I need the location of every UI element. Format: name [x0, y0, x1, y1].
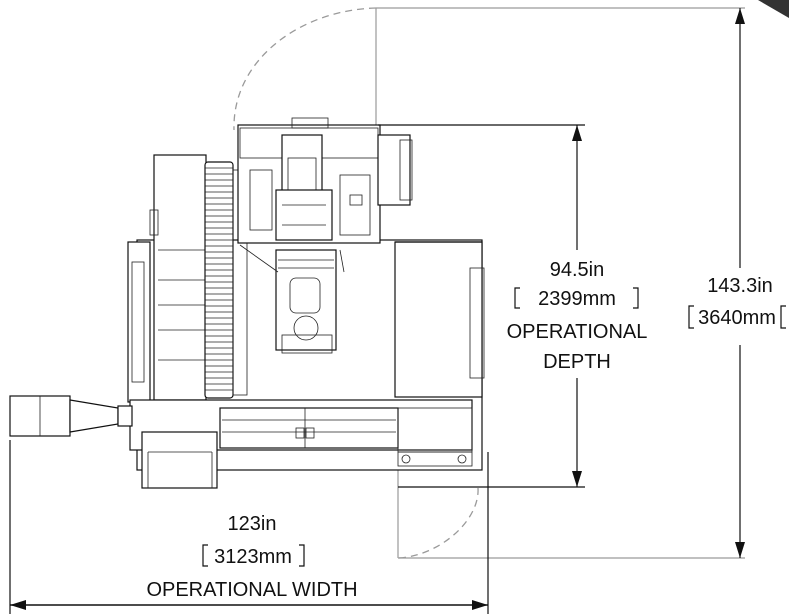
carousel-ribs [205, 167, 233, 391]
depth-label-line2: DEPTH [543, 351, 611, 373]
door-swing-top [233, 7, 745, 131]
overall-depth-value: 143.3in [707, 275, 773, 297]
overall-metric-brackets [688, 305, 786, 329]
width-label: OPERATIONAL WIDTH [146, 579, 357, 601]
width-dimension: 123in 3123mm OPERATIONAL WIDTH [9, 440, 489, 614]
width-metric: 3123mm [214, 546, 292, 568]
machine-body [9, 117, 485, 489]
width-metric-brackets [202, 544, 305, 567]
overall-depth-dimension: 143.3in 3640mm [688, 8, 786, 558]
door-swing-bottom [397, 466, 745, 559]
depth-metric: 2399mm [538, 288, 616, 310]
corner-shade-decoration [758, 0, 789, 18]
overall-depth-metric: 3640mm [698, 307, 776, 329]
depth-value: 94.5in [550, 259, 605, 281]
width-value: 123in [228, 513, 277, 535]
depth-metric-brackets [514, 287, 639, 309]
depth-dimension: 94.5in 2399mm OPERATIONAL DEPTH [378, 124, 648, 488]
depth-label-line1: OPERATIONAL [507, 321, 648, 343]
